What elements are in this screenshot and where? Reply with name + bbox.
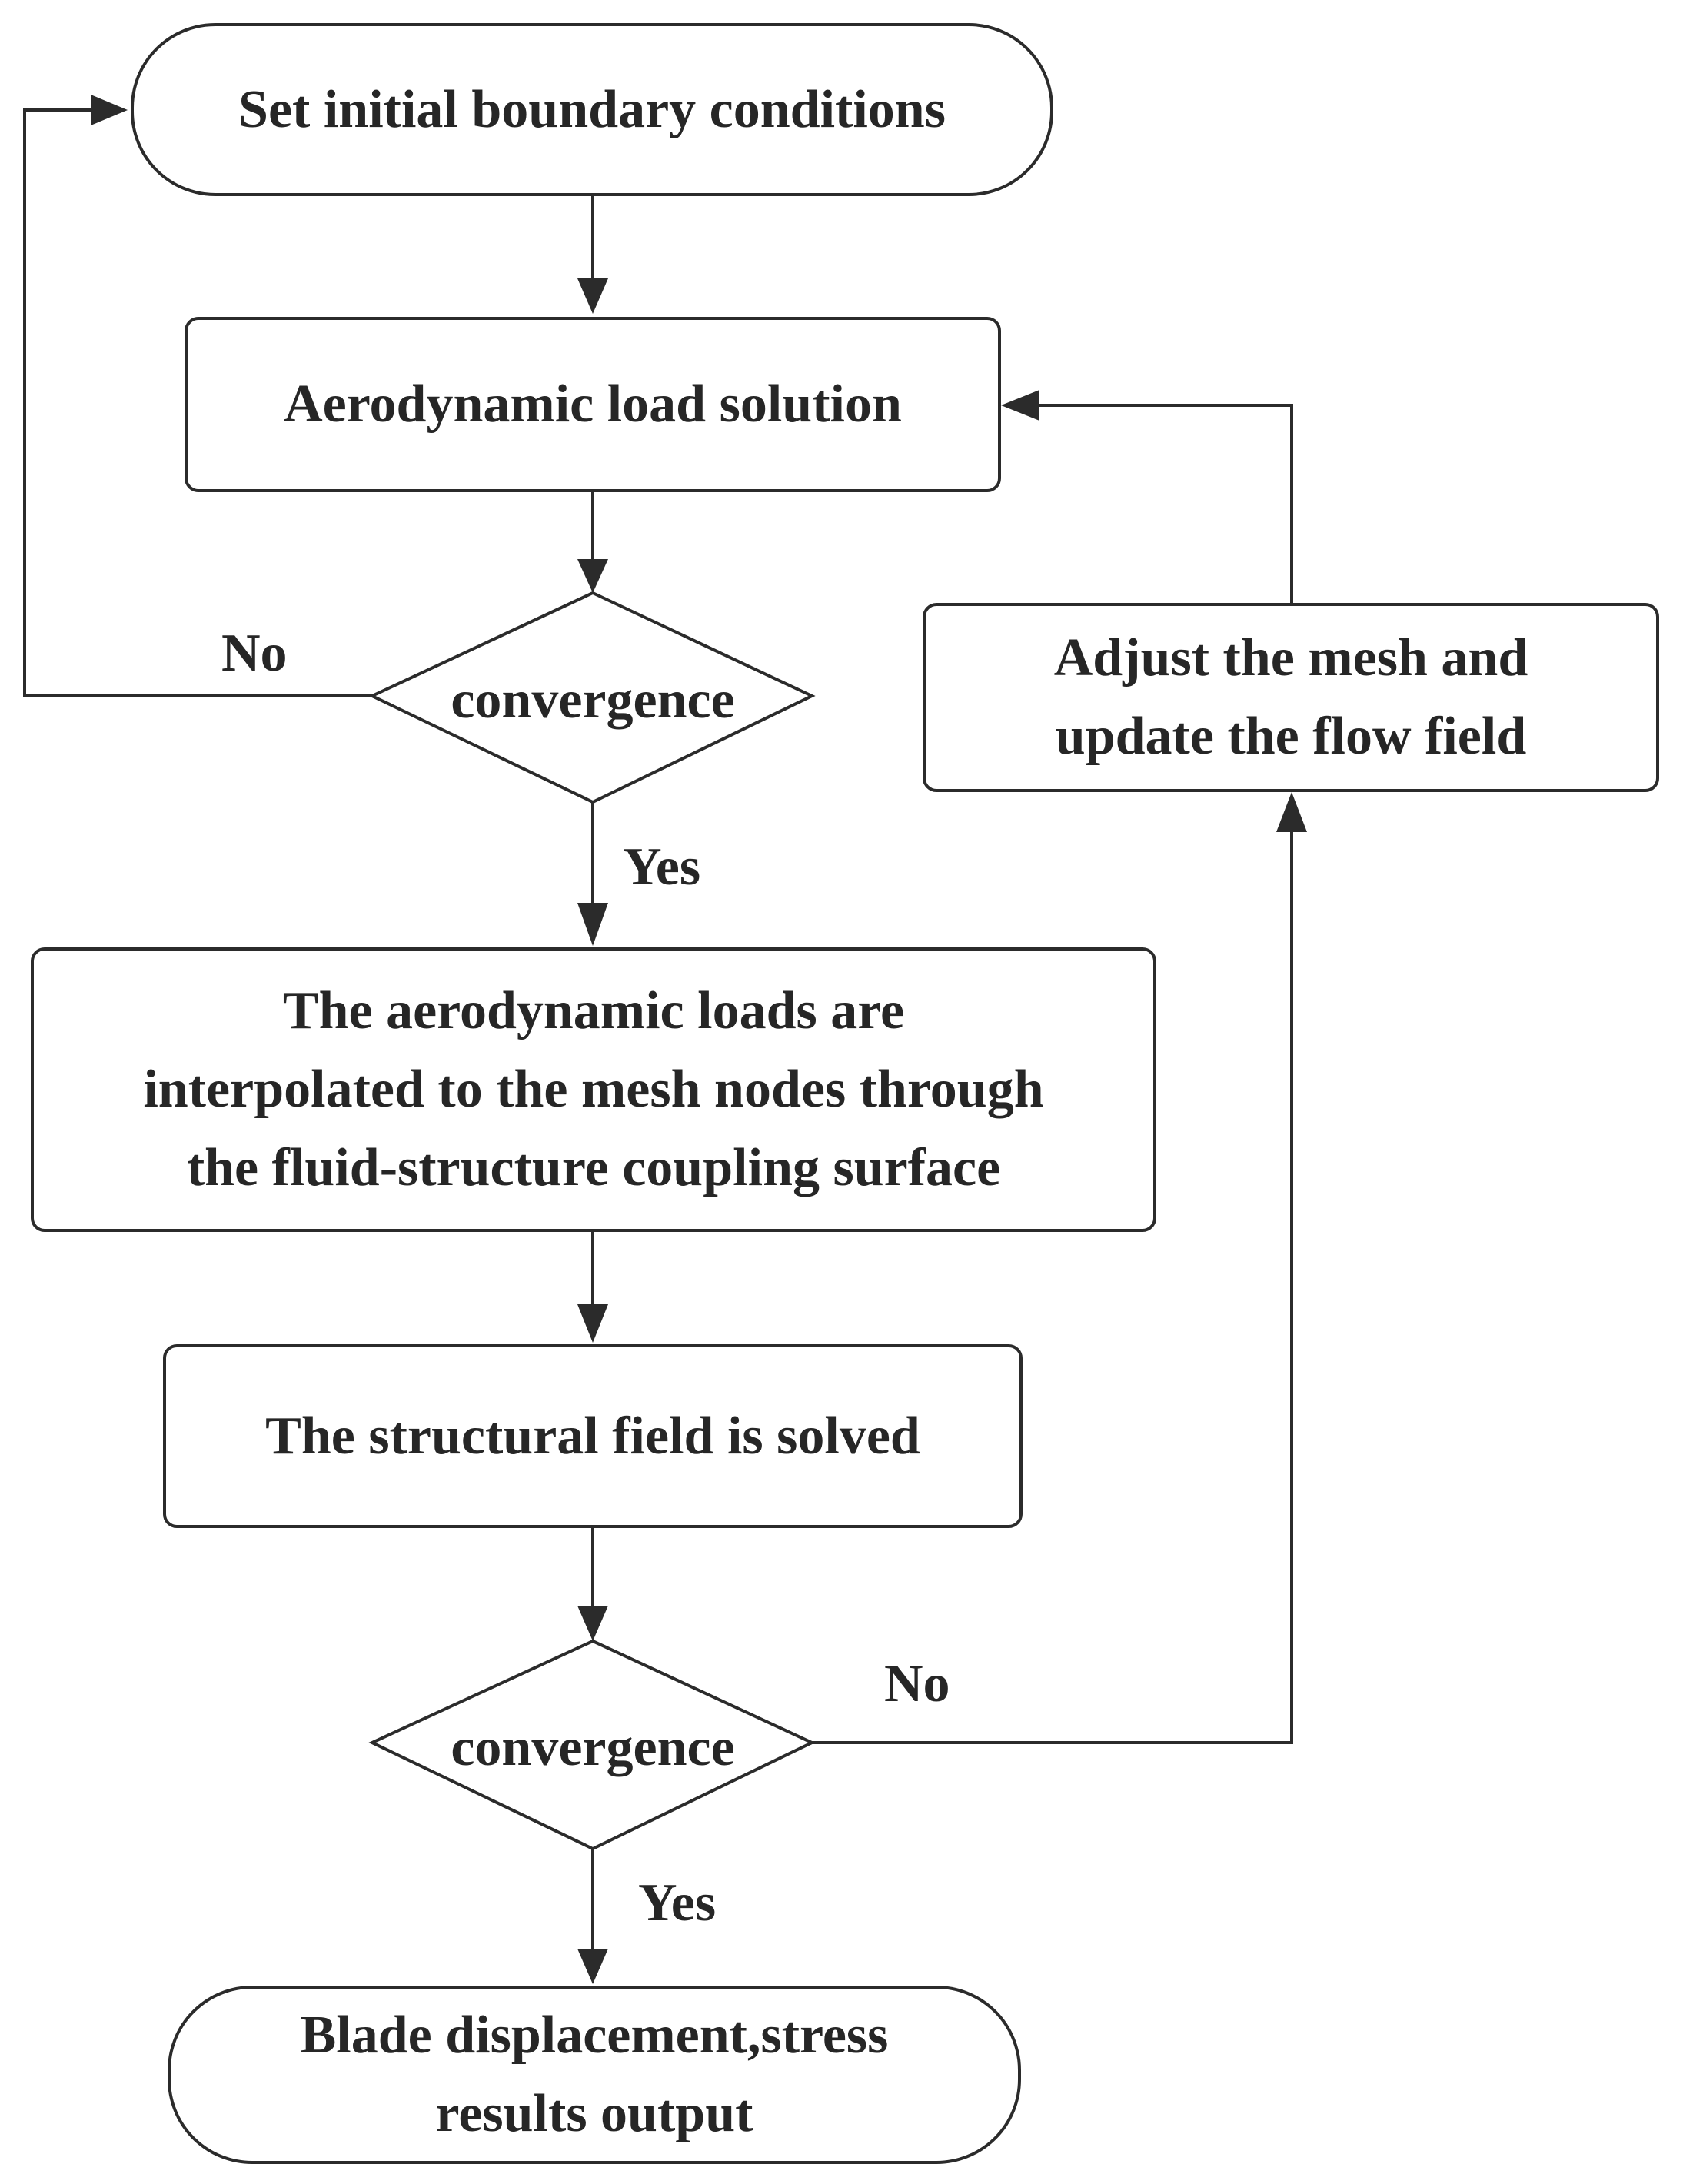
arrowhead-into-interp — [577, 903, 608, 946]
decision-1-label: convergence — [451, 671, 735, 730]
adjust-mesh-box: Adjust the mesh and update the flow fiel… — [923, 603, 1659, 792]
decision-diamond-convergence-1 — [368, 591, 816, 804]
arrowhead-into-start — [91, 95, 128, 125]
aero-load-solution-text: Aerodynamic load solution — [284, 375, 902, 434]
structural-field-box: The structural field is solved — [163, 1344, 1023, 1528]
arrowhead-into-aero-right — [1001, 390, 1039, 421]
edge-label-conv2-yes: Yes — [638, 1873, 717, 1933]
structural-field-text: The structural field is solved — [265, 1406, 920, 1466]
adjust-mesh-text-line1: Adjust the mesh and — [1053, 628, 1528, 687]
interpolation-text-line3: the fluid-structure coupling surface — [186, 1138, 1001, 1197]
interpolation-box: The aerodynamic loads are interpolated t… — [31, 947, 1156, 1232]
edge-conv1-no-to-start — [23, 108, 372, 697]
output-terminal-text-line1: Blade displacement,stress — [300, 2006, 889, 2065]
arrowhead-into-conv1 — [577, 559, 608, 593]
interpolation-text-line1: The aerodynamic loads are — [282, 981, 905, 1040]
interpolation-text-line2: interpolated to the mesh nodes through — [143, 1060, 1044, 1119]
arrowhead-into-aero — [577, 278, 608, 314]
start-terminal-text: Set initial boundary conditions — [238, 79, 946, 139]
arrowhead-into-conv2 — [577, 1606, 608, 1641]
adjust-mesh-text-line2: update the flow field — [1055, 707, 1527, 766]
edge-label-conv1-yes: Yes — [623, 837, 701, 897]
arrowhead-into-struct — [577, 1304, 608, 1343]
decision-diamond-convergence-2 — [368, 1639, 816, 1851]
decision-2-label: convergence — [451, 1718, 735, 1777]
edge-label-conv2-no: No — [884, 1654, 950, 1713]
output-terminal: Blade displacement,stress results output — [168, 1986, 1021, 2164]
edge-label-conv1-no: No — [221, 624, 288, 683]
aero-load-solution-box: Aerodynamic load solution — [185, 317, 1001, 492]
edge-conv2-no-to-adjust — [812, 829, 1293, 1744]
edge-adjust-to-aero — [1036, 404, 1293, 603]
arrowhead-into-adjust — [1276, 792, 1307, 832]
output-terminal-text-line2: results output — [435, 2084, 753, 2143]
arrowhead-into-output — [577, 1949, 608, 1984]
start-terminal: Set initial boundary conditions — [131, 23, 1053, 196]
